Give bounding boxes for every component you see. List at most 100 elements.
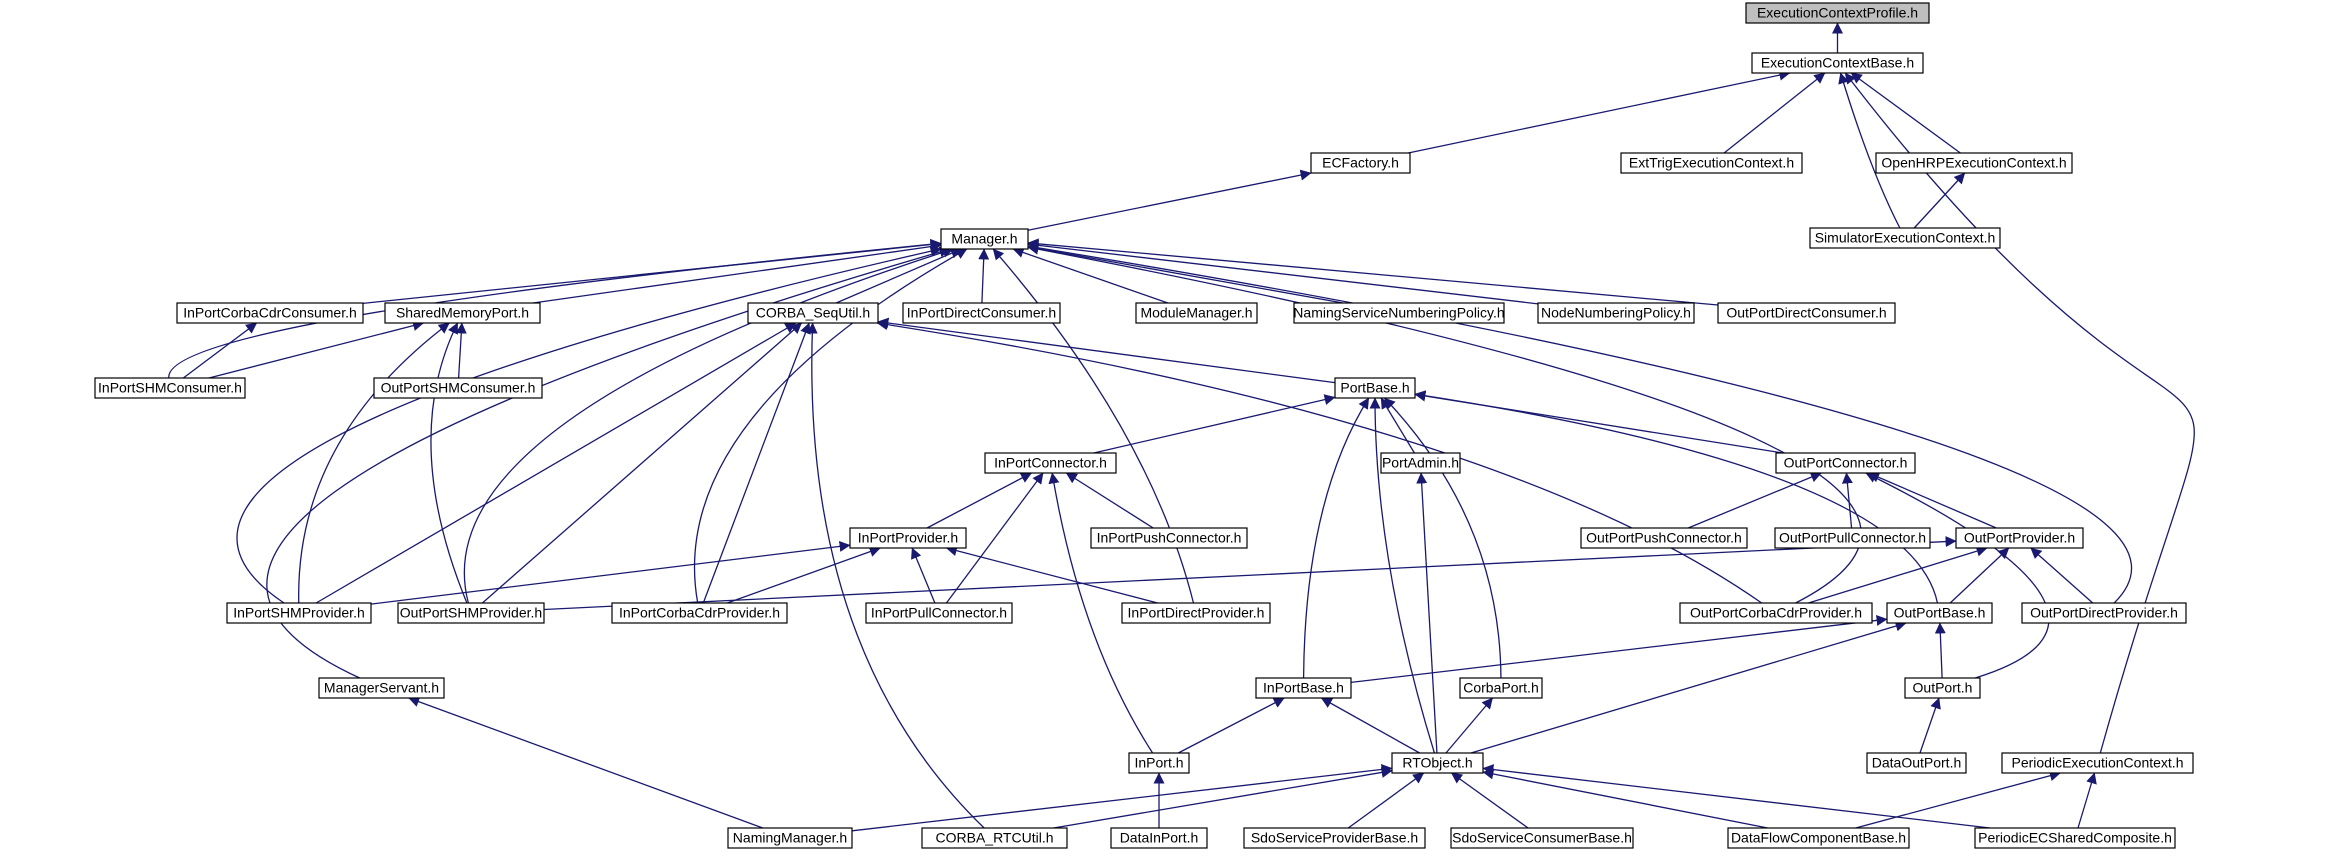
node-label: InPortPushConnector.h <box>1097 530 1242 546</box>
node-namingnumbering[interactable]: NamingServiceNumberingPolicy.h <box>1293 302 1505 324</box>
node-box <box>2001 752 2194 774</box>
node-outport[interactable]: OutPort.h <box>1904 677 1981 699</box>
edge-rtobject-to-corbaport <box>1445 697 1494 754</box>
node-datainport[interactable]: DataInPort.h <box>1110 827 1208 849</box>
node-label: DataInPort.h <box>1120 830 1199 846</box>
node-dataflowcomponent[interactable]: DataFlowComponentBase.h <box>1727 827 1910 849</box>
edge-inportpullconnector-to-inportprovider <box>911 547 936 604</box>
edge-inportshmprovider-to-sharedmemoryport <box>298 322 450 604</box>
node-label: InPortCorbaCdrConsumer.h <box>183 305 357 321</box>
node-box <box>1727 827 1910 849</box>
node-label: ExecutionContextBase.h <box>1761 55 1914 71</box>
node-outportbase[interactable]: OutPortBase.h <box>1886 602 1993 624</box>
node-inportbase[interactable]: InPortBase.h <box>1255 677 1352 699</box>
node-inportpushconnector[interactable]: InPortPushConnector.h <box>1090 527 1248 549</box>
edge-inportconnector-to-portbase <box>1093 394 1336 454</box>
edge-corbartcutil-to-rtobject <box>1053 767 1393 829</box>
node-simulator[interactable]: SimulatorExecutionContext.h <box>1809 227 2001 249</box>
node-box <box>176 302 364 324</box>
edge-managerservant-to-manager <box>266 246 951 679</box>
node-label: OutPortSHMProvider.h <box>400 605 542 621</box>
edge-inportbase-to-portbase <box>1302 397 1370 679</box>
node-modulemanager[interactable]: ModuleManager.h <box>1135 302 1258 324</box>
node-inportconnector[interactable]: InPortConnector.h <box>984 452 1117 474</box>
node-periodicecshared[interactable]: PeriodicECSharedComposite.h <box>1974 827 2176 849</box>
edge-inportbase-to-outportbase <box>1350 614 1888 684</box>
node-periodicec[interactable]: PeriodicExecutionContext.h <box>2001 752 2194 774</box>
node-portbase[interactable]: PortBase.h <box>1334 377 1416 399</box>
node-sdoconsumer[interactable]: SdoServiceConsumerBase.h <box>1450 827 1634 849</box>
node-label: Manager.h <box>951 231 1017 247</box>
node-inport[interactable]: InPort.h <box>1128 752 1190 774</box>
node-label: CORBA_RTCUtil.h <box>936 830 1054 846</box>
node-label: SdoServiceConsumerBase.h <box>1452 830 1632 846</box>
node-box <box>1875 152 2073 174</box>
edge-inportpullconnector-to-inportconnector <box>945 472 1044 604</box>
node-dataoutport[interactable]: DataOutPort.h <box>1866 752 1967 774</box>
node-openhrp[interactable]: OpenHRPExecutionContext.h <box>1875 152 2073 174</box>
node-label: PeriodicECSharedComposite.h <box>1978 830 2172 846</box>
node-sharedmemoryport[interactable]: SharedMemoryPort.h <box>384 302 541 324</box>
edge-openhrp-to-ecbase <box>1850 72 1961 154</box>
node-namingmanager[interactable]: NamingManager.h <box>727 827 853 849</box>
node-inportcorbacdrconsumer[interactable]: InPortCorbaCdrConsumer.h <box>176 302 364 324</box>
edge-inportdirectprovider-to-inportprovider <box>945 545 1158 604</box>
node-outportdirectprovider[interactable]: OutPortDirectProvider.h <box>2021 602 2187 624</box>
node-corbartcutil[interactable]: CORBA_RTCUtil.h <box>921 827 1068 849</box>
node-label: ECFactory.h <box>1322 155 1399 171</box>
node-label: NamingManager.h <box>733 830 847 846</box>
node-outportprovider[interactable]: OutPortProvider.h <box>1955 527 2084 549</box>
node-outportshmprovider[interactable]: OutPortSHMProvider.h <box>397 602 545 624</box>
node-managerservant[interactable]: ManagerServant.h <box>318 677 445 699</box>
node-box <box>902 302 1061 324</box>
node-label: OpenHRPExecutionContext.h <box>1881 155 2066 171</box>
node-label: OutPortPullConnector.h <box>1779 530 1926 546</box>
node-outportshmconsumer[interactable]: OutPortSHMConsumer.h <box>373 377 543 399</box>
edge-outportbase-to-portbase <box>1414 390 1939 604</box>
edge-outportshmconsumer-to-sharedmemoryport <box>455 322 467 379</box>
edge-inport-to-inportconnector <box>1048 472 1154 754</box>
node-inportcorbacdrprovider[interactable]: InPortCorbaCdrProvider.h <box>611 602 788 624</box>
node-label: ManagerServant.h <box>324 680 439 696</box>
node-ecbase[interactable]: ExecutionContextBase.h <box>1751 52 1924 74</box>
node-inportpullconnector[interactable]: InPortPullConnector.h <box>865 602 1013 624</box>
edge-simulator-to-openhrp <box>1913 172 1966 229</box>
node-corbaport[interactable]: CorbaPort.h <box>1459 677 1543 699</box>
node-exttrig[interactable]: ExtTrigExecutionContext.h <box>1620 152 1803 174</box>
node-box <box>940 228 1029 250</box>
edge-outportdirectconsumer-to-manager <box>1027 238 1719 306</box>
node-outportpushconnector[interactable]: OutPortPushConnector.h <box>1580 527 1748 549</box>
node-label: InPortSHMConsumer.h <box>98 380 242 396</box>
node-inportshmprovider[interactable]: InPortSHMProvider.h <box>226 602 372 624</box>
edge-periodicecshared-to-rtobject <box>1482 764 1991 829</box>
node-inportdirectprovider[interactable]: InPortDirectProvider.h <box>1121 602 1271 624</box>
node-sdoprovider[interactable]: SdoServiceProviderBase.h <box>1243 827 1426 849</box>
dependency-edges <box>168 22 2195 832</box>
edge-outportprovider-to-outportconnector <box>1868 472 1997 529</box>
node-inportdirectconsumer[interactable]: InPortDirectConsumer.h <box>902 302 1061 324</box>
node-ecprofile[interactable]: ExecutionContextProfile.h <box>1745 2 1930 24</box>
node-manager[interactable]: Manager.h <box>940 228 1029 250</box>
node-label: OutPortProvider.h <box>1964 530 2075 546</box>
node-outportdirectconsumer[interactable]: OutPortDirectConsumer.h <box>1717 302 1896 324</box>
node-inportshmconsumer[interactable]: InPortSHMConsumer.h <box>94 377 246 399</box>
node-label: InPortConnector.h <box>994 455 1107 471</box>
node-portadmin[interactable]: PortAdmin.h <box>1380 452 1461 474</box>
node-outportpullconnector[interactable]: OutPortPullConnector.h <box>1774 527 1931 549</box>
node-ecfactory[interactable]: ECFactory.h <box>1310 152 1411 174</box>
node-inportprovider[interactable]: InPortProvider.h <box>849 527 967 549</box>
node-rtobject[interactable]: RTObject.h <box>1391 752 1484 774</box>
node-outportcorbacdrprovider[interactable]: OutPortCorbaCdrProvider.h <box>1679 602 1873 624</box>
edge-ecfactory-to-ecbase <box>1408 69 1791 154</box>
node-outportconnector[interactable]: OutPortConnector.h <box>1775 452 1916 474</box>
node-box <box>1745 2 1930 24</box>
node-box <box>1391 752 1484 774</box>
edge-inportshmprovider-to-corbaseq <box>315 322 797 604</box>
node-box <box>1128 752 1190 774</box>
node-label: OutPort.h <box>1913 680 1973 696</box>
edge-modulemanager-to-manager <box>1012 247 1169 304</box>
node-box <box>1679 602 1873 624</box>
node-nodenumbering[interactable]: NodeNumberingPolicy.h <box>1537 302 1695 324</box>
node-box <box>1717 302 1896 324</box>
node-corbaseq[interactable]: CORBA_SeqUtil.h <box>747 302 879 324</box>
